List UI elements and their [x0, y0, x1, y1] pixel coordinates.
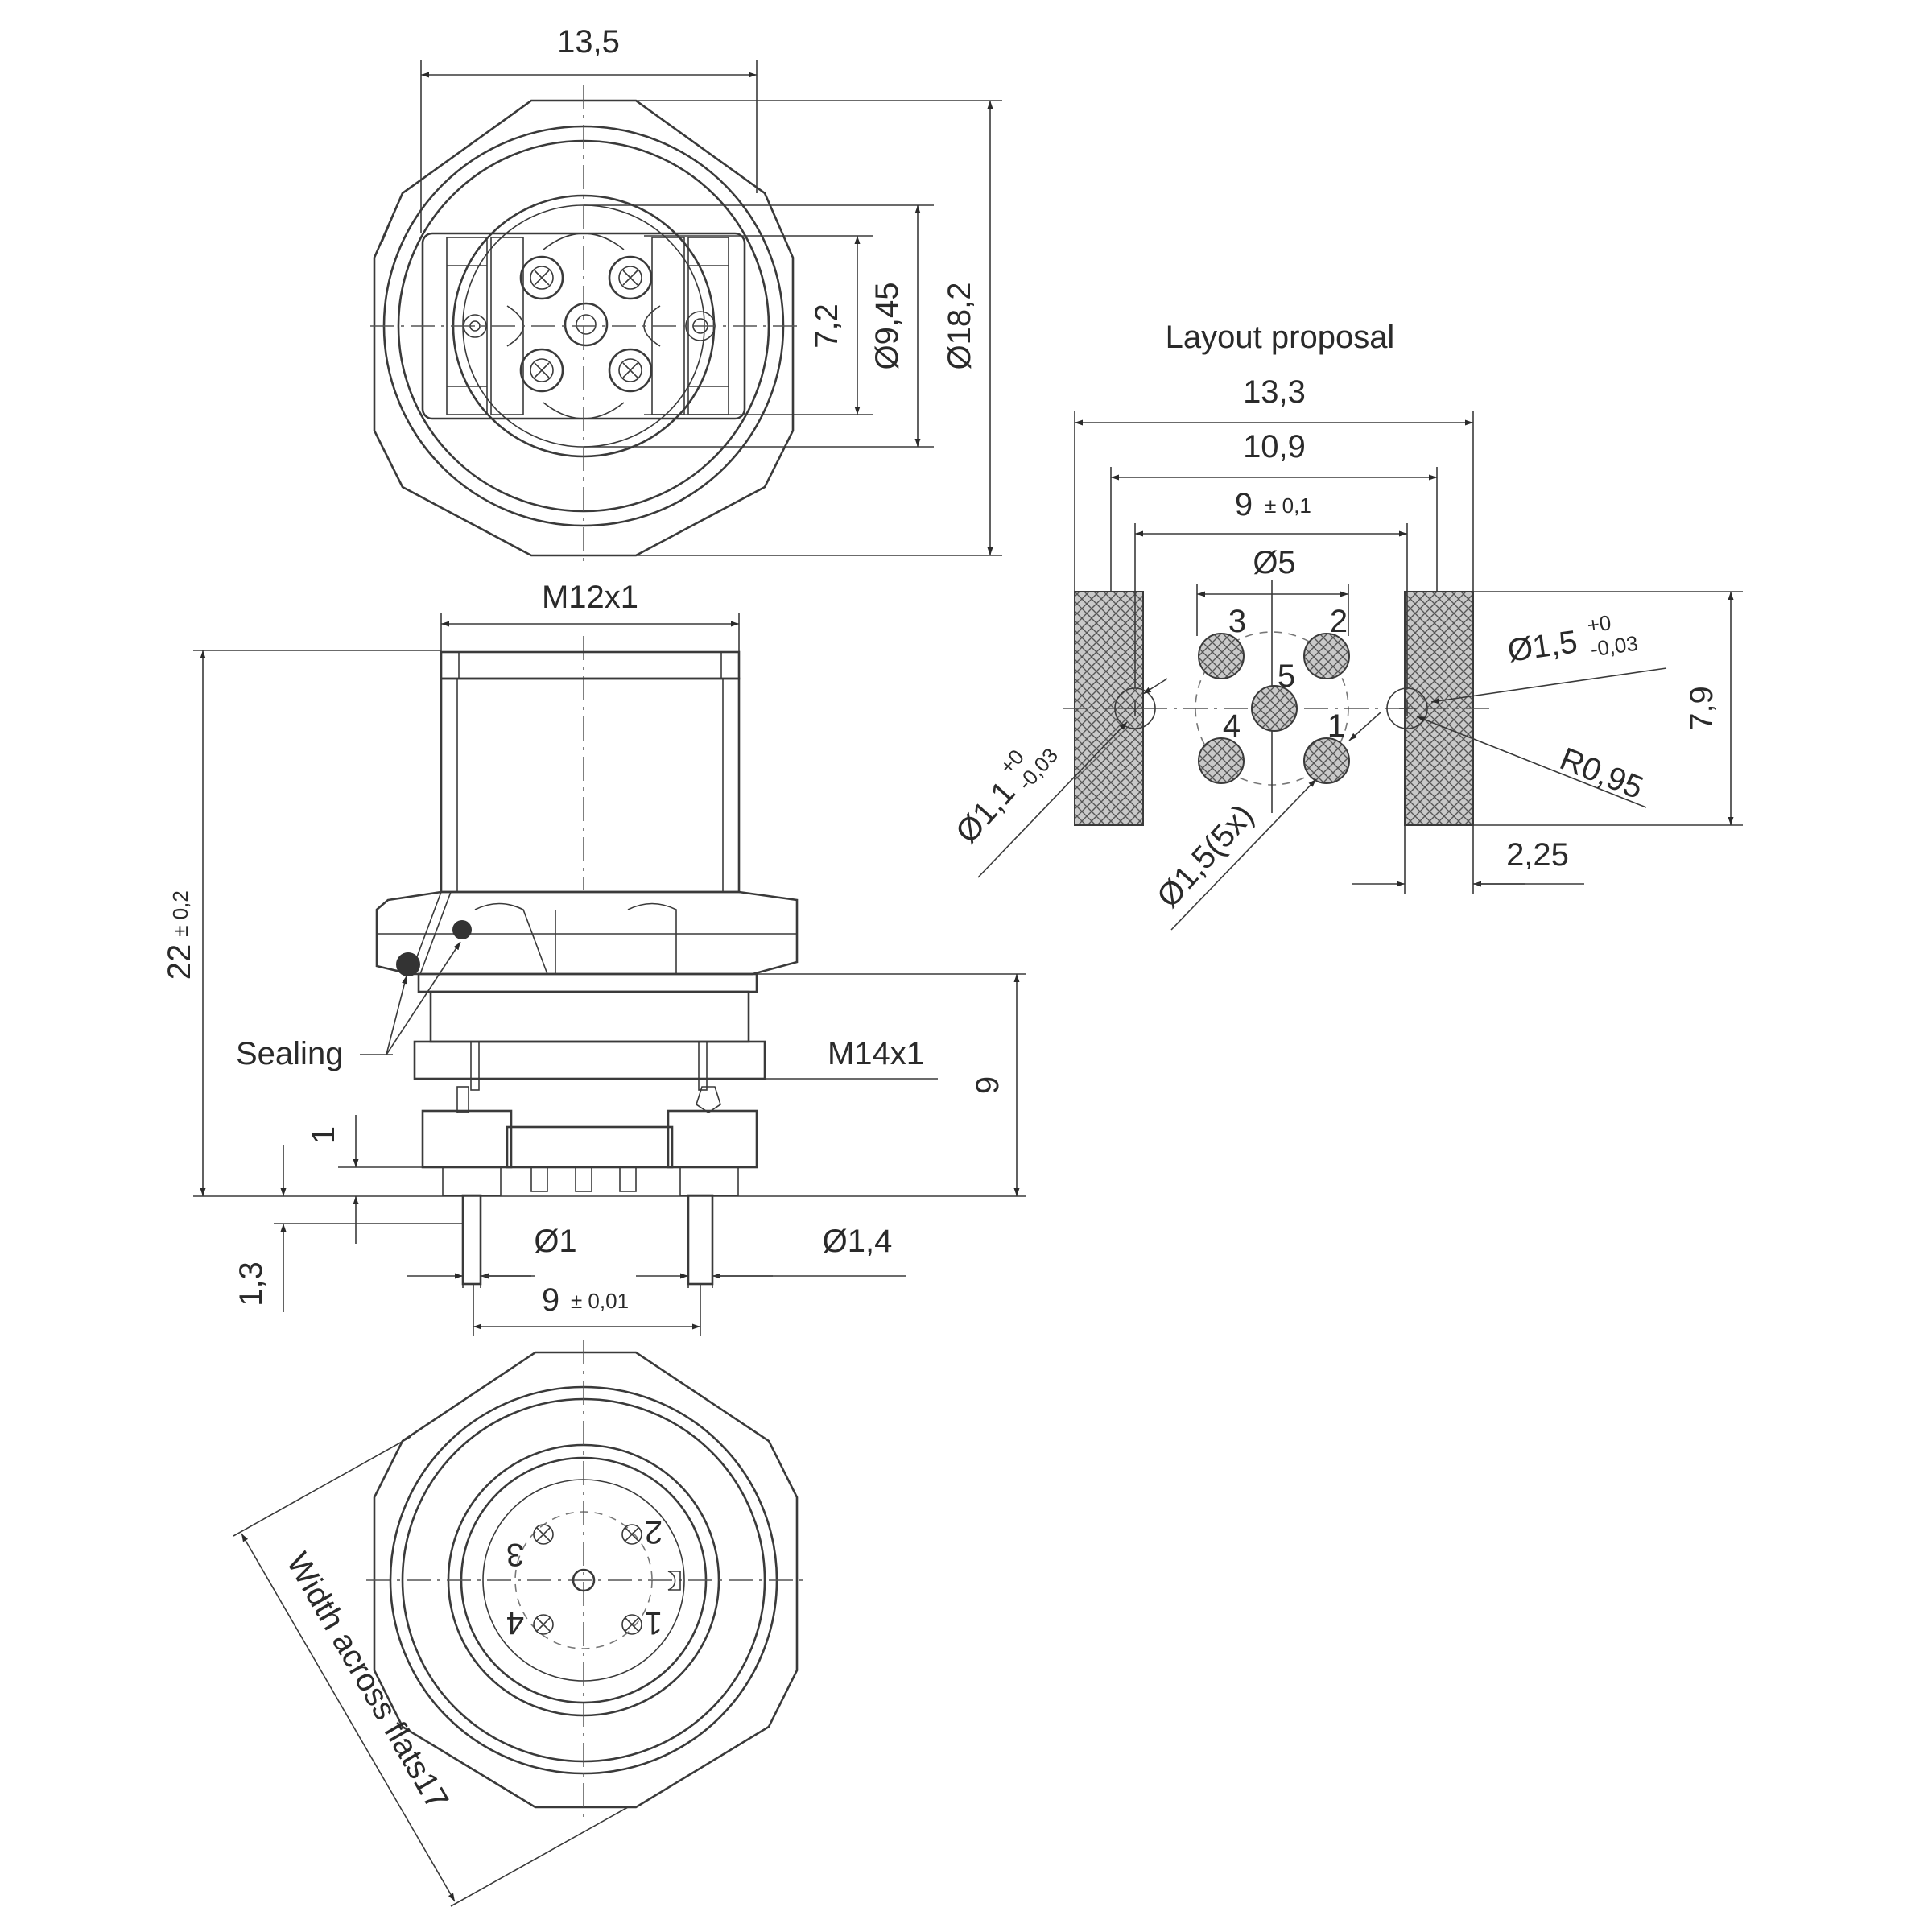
- label-width-across-flats: Width across flats17: [279, 1547, 455, 1816]
- layout-pin-label-2: 2: [1330, 604, 1348, 639]
- dim-7-2: 7,2: [809, 303, 844, 349]
- label-sealing: Sealing: [236, 1036, 343, 1071]
- layout-pin-1: [1303, 737, 1350, 784]
- bottom-pin-label-4: 4: [506, 1605, 524, 1641]
- bottom-pin-2: 2: [621, 1514, 663, 1550]
- dim-layout-13-3: 13,3: [1243, 374, 1306, 410]
- dim-thread-m12x1: M12x1: [542, 580, 638, 615]
- dim-pin-diameter-1-4: Ø1,4: [823, 1224, 893, 1259]
- bottom-pin-label-2: 2: [645, 1514, 663, 1550]
- dim-layout-2-25: 2,25: [1506, 837, 1569, 873]
- layout-pin-label-5: 5: [1278, 658, 1295, 694]
- dim-width-13-5: 13,5: [557, 24, 620, 60]
- layout-pin-3: [1198, 633, 1245, 679]
- top-contact-3: [519, 348, 564, 393]
- top-contact-5: [564, 302, 609, 347]
- dim-1-3: 1,3: [233, 1261, 269, 1307]
- layout-pin-4: [1198, 737, 1245, 784]
- dim-pin-diameter-1: Ø1: [534, 1224, 576, 1259]
- dim-1: 1: [306, 1126, 341, 1144]
- dim-layout-7-9: 7,9: [1684, 686, 1719, 731]
- layout-pin-5: [1251, 685, 1298, 732]
- top-contact-2: [608, 255, 653, 300]
- dim-layout-10-9: 10,9: [1243, 429, 1306, 464]
- dim-layout-9-tolerance: ± 0,1: [1265, 493, 1311, 518]
- top-contact-4: [608, 348, 653, 393]
- dim-layout-diameter-1-5-5x: Ø1,5(5x): [1150, 798, 1261, 914]
- bottom-pin-3: 3: [506, 1524, 554, 1572]
- dim-layout-r0-95: R0,95: [1555, 741, 1648, 807]
- dim-layout-1-5-tol-up: +0: [1586, 610, 1613, 638]
- bottom-pin-label-1: 1: [645, 1605, 663, 1641]
- dim-layout-diameter-1-5: Ø1,5: [1505, 624, 1579, 669]
- dim-pitch-9: 9: [542, 1282, 559, 1318]
- sealing-ring-lower-icon: [396, 952, 420, 976]
- dim-pitch-tolerance: ± 0,01: [571, 1289, 629, 1313]
- dim-layout-diameter-1-1: Ø1,1: [949, 774, 1022, 850]
- dim-layout-diameter-5: Ø5: [1253, 545, 1295, 580]
- dim-layout-9: 9: [1235, 487, 1253, 522]
- bottom-view: 3 2 4 1 Width across flats17: [233, 1340, 805, 1907]
- layout-pin-label-4: 4: [1223, 708, 1241, 744]
- bottom-pin-label-3: 3: [506, 1537, 524, 1572]
- layout-pin-label-1: 1: [1327, 708, 1345, 744]
- dim-height-9: 9: [970, 1076, 1005, 1094]
- side-view: Sealing 22 ± 0,2 M12x1 M14x1 9 1 1,3: [162, 580, 1026, 1336]
- top-contact-1: [519, 255, 564, 300]
- layout-pin-2: [1303, 633, 1350, 679]
- dim-diameter-9-45: Ø9,45: [869, 283, 905, 370]
- bottom-pin-4: 4: [506, 1605, 554, 1641]
- layout-proposal: Layout proposal 3 2 5 4 1 13,3 1: [949, 320, 1743, 931]
- layout-title: Layout proposal: [1166, 320, 1395, 355]
- layout-pin-label-3: 3: [1228, 604, 1246, 639]
- sealing-ring-upper-icon: [452, 920, 472, 939]
- bottom-pin-1: 1: [621, 1605, 663, 1641]
- dim-diameter-18-2: Ø18,2: [942, 283, 977, 370]
- dim-height-22: 22: [162, 944, 197, 980]
- dim-height-tolerance: ± 0,2: [168, 890, 192, 937]
- top-view: 13,5 7,2 Ø9,45 Ø18,2: [370, 24, 1002, 564]
- dim-thread-m14x1: M14x1: [828, 1036, 924, 1071]
